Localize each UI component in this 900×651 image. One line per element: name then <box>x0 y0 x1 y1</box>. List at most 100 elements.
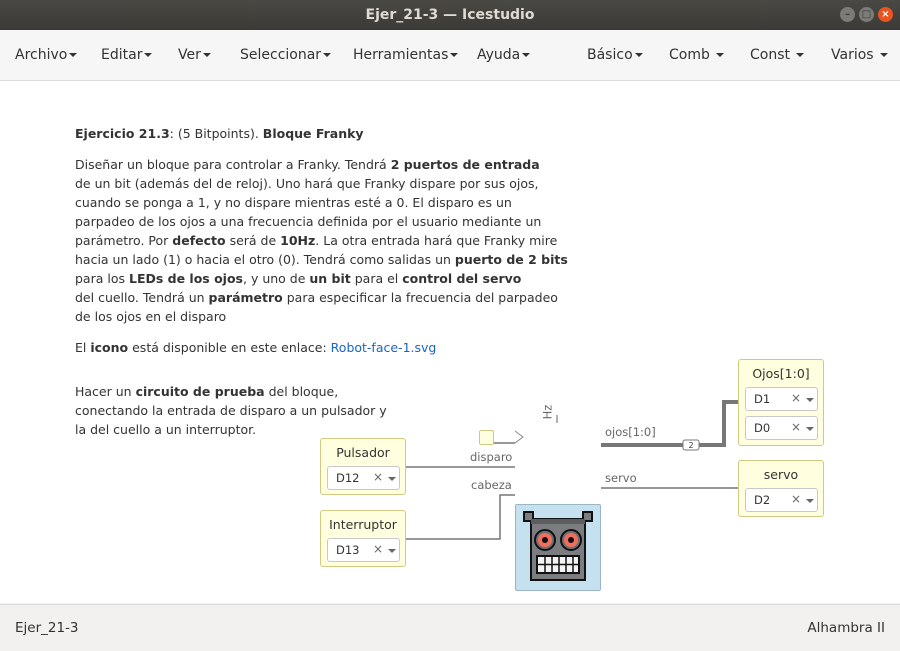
clear-icon[interactable]: × <box>373 470 384 484</box>
menu-label: Ver <box>178 47 201 63</box>
text-line: hacia un lado (1) o hacia el otro (0). T… <box>75 250 568 269</box>
exercise-heading: Ejercicio 21.3: (5 Bitpoints). Bloque Fr… <box>75 124 364 143</box>
menu-herramientas[interactable]: Herramientas <box>353 47 459 63</box>
text-line: conectando la entrada de disparo a un pu… <box>75 401 387 420</box>
text-segment: para especificar la frecuencia del parpa… <box>282 290 558 305</box>
text-line: parámetro. Por defecto será de 10Hz. La … <box>75 231 568 250</box>
caret-down-icon <box>716 53 725 57</box>
menu-basico[interactable]: Básico <box>587 47 643 63</box>
text-segment: para los <box>75 271 129 286</box>
menu-label: Seleccionar <box>240 47 322 63</box>
pin-select[interactable]: D12 × <box>327 466 400 490</box>
clock-arrow-icon <box>514 430 524 444</box>
bold-text: parámetro <box>208 290 283 305</box>
bold-text: 10Hz <box>280 233 316 248</box>
dropdown-arrow-icon[interactable] <box>806 427 814 431</box>
menu-label: Ayuda <box>477 47 521 63</box>
clear-icon[interactable]: × <box>373 542 384 556</box>
icon-link[interactable]: Robot-face-1.svg <box>330 340 437 355</box>
icon-line: El icono está disponible en este enlace:… <box>75 338 436 357</box>
pin-select[interactable]: D13 × <box>327 538 400 562</box>
text-segment: de un bit (además del de reloj). Uno har… <box>75 176 539 191</box>
interruptor-name: Interruptor <box>329 517 397 532</box>
status-board[interactable]: Alhambra II <box>807 620 885 636</box>
bus-width-badge <box>682 439 700 451</box>
text-segment: la del cuello a un interruptor. <box>75 422 257 437</box>
dropdown-arrow-icon[interactable] <box>388 477 396 481</box>
dropdown-arrow-icon[interactable] <box>388 549 396 553</box>
pulsador-input-block[interactable]: Pulsador D12 × <box>320 438 406 495</box>
pin-select[interactable]: D0 × <box>745 416 818 440</box>
menu-label: Archivo <box>15 47 68 63</box>
menu-seleccionar[interactable]: Seleccionar <box>240 47 332 63</box>
menu-comb[interactable]: Comb <box>669 47 725 63</box>
bold-text: circuito de prueba <box>135 384 265 399</box>
bold-text: LEDs de los ojos <box>128 271 243 286</box>
dropdown-arrow-icon[interactable] <box>806 499 814 503</box>
pulsador-name: Pulsador <box>336 445 390 460</box>
servo-output-block[interactable]: servo D2 × <box>738 460 824 517</box>
caret-down-icon <box>323 53 332 57</box>
text-segment: cuando se ponga a 1, y no dispare mientr… <box>75 195 512 210</box>
caret-down-icon <box>202 53 211 57</box>
text-segment: conectando la entrada de disparo a un pu… <box>75 403 387 418</box>
text-segment: Diseñar un bloque para controlar a Frank… <box>75 157 391 172</box>
maximize-button[interactable]: □ <box>859 7 874 22</box>
design-canvas[interactable]: 2 Ejercicio 21.3: (5 Bitpoints). Bloque … <box>0 81 900 603</box>
test-description: Hacer un circuito de prueba del bloque,c… <box>75 382 387 439</box>
text-segment: será de <box>225 233 281 248</box>
menu-const[interactable]: Const <box>750 47 805 63</box>
ojos-output-block[interactable]: Ojos[1:0] D1 × D0 × <box>738 359 824 446</box>
title-bar: Ejer_21-3 — Icestudio – □ × <box>0 0 900 30</box>
menu-ayuda[interactable]: Ayuda <box>477 47 531 63</box>
bold-text: defecto <box>172 233 226 248</box>
bold-text: 2 puertos de entrada <box>390 157 540 172</box>
constant-param-block[interactable] <box>479 430 494 445</box>
pin-value: D13 <box>336 543 360 557</box>
menu-editar[interactable]: Editar <box>101 47 153 63</box>
text-line: del cuello. Tendrá un parámetro para esp… <box>75 288 568 307</box>
menu-bar: Archivo Editar Ver Seleccionar Herramien… <box>0 30 900 81</box>
pin-select[interactable]: D2 × <box>745 488 818 512</box>
clear-icon[interactable]: × <box>791 420 802 434</box>
text-segment: del cuello. Tendrá un <box>75 290 209 305</box>
clear-icon[interactable]: × <box>791 391 802 405</box>
menu-label: Const <box>750 47 790 63</box>
caret-down-icon <box>144 53 153 57</box>
minimize-button[interactable]: – <box>840 7 855 22</box>
text-segment: parámetro. Por <box>75 233 173 248</box>
icon-pre: El <box>75 340 91 355</box>
dropdown-arrow-icon[interactable] <box>806 398 814 402</box>
caret-down-icon <box>634 53 643 57</box>
text-segment: , y uno de <box>243 271 310 286</box>
menu-varios[interactable]: Varios <box>831 47 889 63</box>
caret-down-icon <box>522 53 531 57</box>
status-filename: Ejer_21-3 <box>15 620 79 636</box>
text-line: de los ojos en el disparo <box>75 307 568 326</box>
bold-text: control del servo <box>402 271 522 286</box>
port-label-servo: servo <box>605 471 637 485</box>
heading-bold: Ejercicio 21.3 <box>75 126 170 141</box>
menu-label: Comb <box>669 47 710 63</box>
menu-label: Editar <box>101 47 143 63</box>
pin-select[interactable]: D1 × <box>745 387 818 411</box>
text-segment: hacia un lado (1) o hacia el otro (0). T… <box>75 252 455 267</box>
pin-value: D0 <box>754 421 771 435</box>
menu-archivo[interactable]: Archivo <box>15 47 78 63</box>
text-segment: parpadeo de los ojos a una frecuencia de… <box>75 214 542 229</box>
clear-icon[interactable]: × <box>791 492 802 506</box>
close-button[interactable]: × <box>878 7 893 22</box>
pin-value: D12 <box>336 471 360 485</box>
bus-ojos[interactable] <box>601 400 738 447</box>
wire-cabeza[interactable] <box>406 494 515 540</box>
pin-value: D1 <box>754 392 771 406</box>
caret-down-icon <box>69 53 78 57</box>
franky-module-block[interactable] <box>515 504 601 591</box>
interruptor-input-block[interactable]: Interruptor D13 × <box>320 510 406 567</box>
exercise-description: Diseñar un bloque para controlar a Frank… <box>75 155 568 326</box>
port-label-disparo: disparo <box>470 450 513 464</box>
text-line: parpadeo de los ojos a una frecuencia de… <box>75 212 568 231</box>
menu-ver[interactable]: Ver <box>178 47 211 63</box>
text-segment: Hacer un <box>75 384 136 399</box>
text-segment: para el <box>350 271 403 286</box>
